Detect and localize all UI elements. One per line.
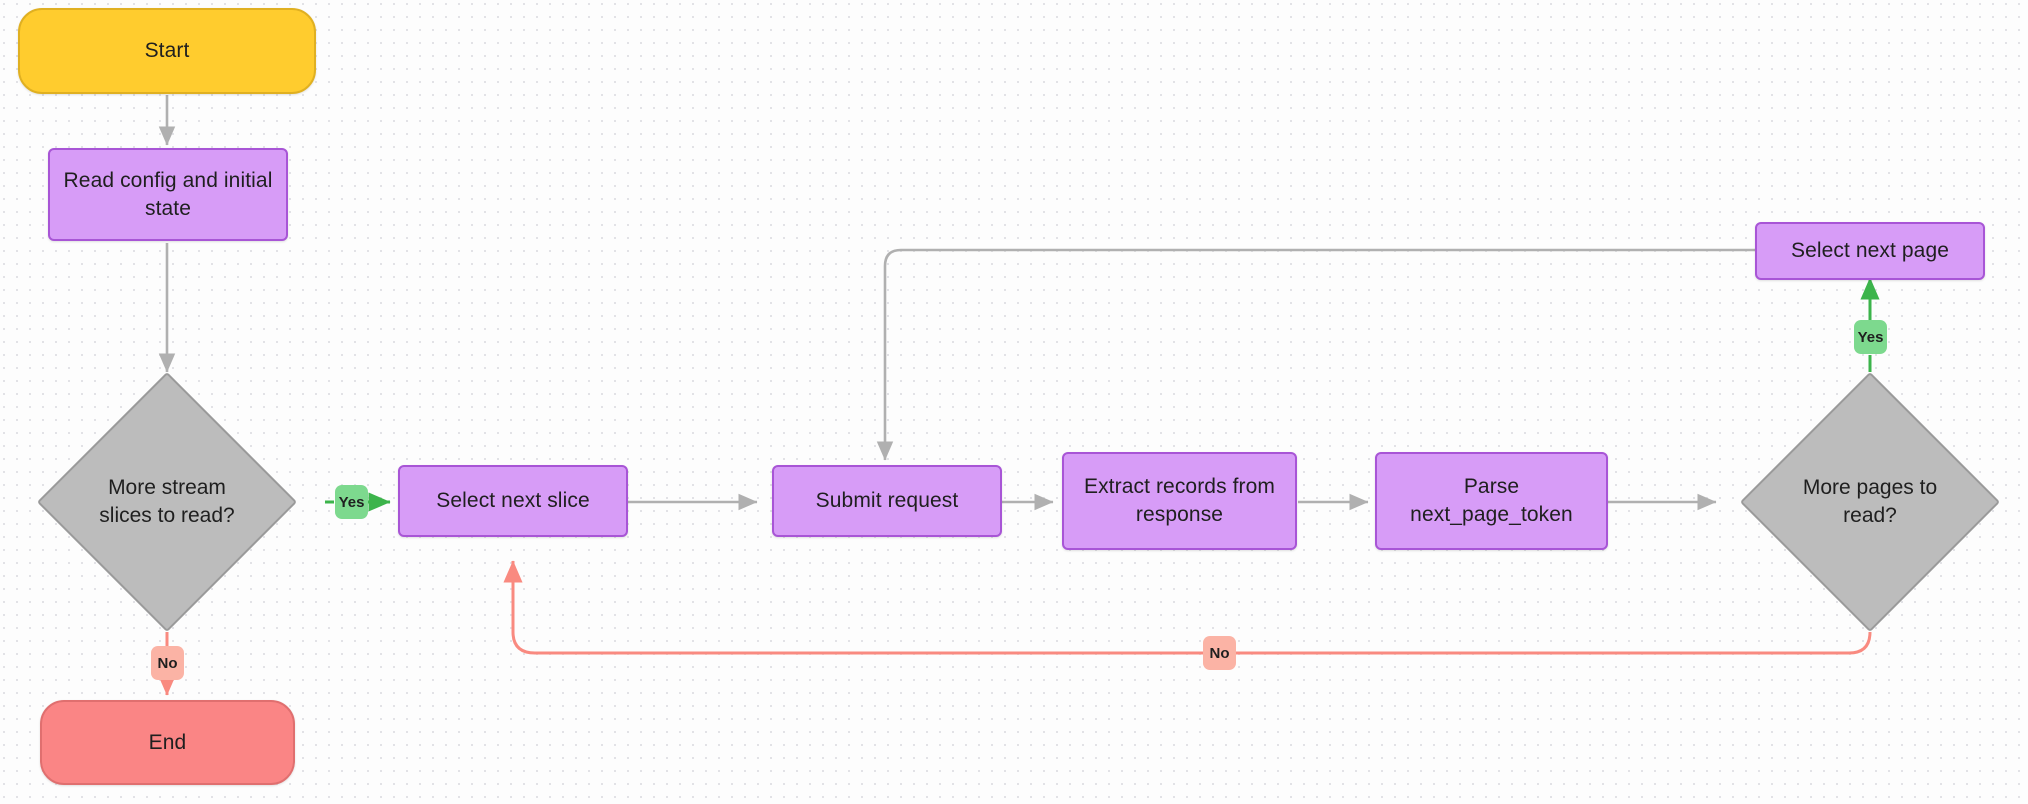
edge-more-pages-no-to-select-slice xyxy=(503,560,1872,655)
node-parse-next-page-token[interactable]: Parse next_page_token xyxy=(1375,452,1608,550)
node-read-config-and-initial-state[interactable]: Read config and initial state xyxy=(48,148,288,241)
edge-label-yes-more-stream-slices: Yes xyxy=(335,485,368,519)
node-extract-records-from-response[interactable]: Extract records from response xyxy=(1062,452,1297,550)
node-end[interactable]: End xyxy=(40,700,295,785)
edge-label-text: No xyxy=(157,654,178,672)
node-select-next-slice-label: Select next slice xyxy=(436,489,590,513)
node-more-stream-slices-label: More stream slices to read? xyxy=(99,475,235,527)
edge-label-no-more-pages: No xyxy=(1203,636,1236,670)
node-parse-next-page-token-label: Parse next_page_token xyxy=(1410,475,1573,526)
node-select-next-page-label: Select next page xyxy=(1790,239,1950,263)
edge-label-text: Yes xyxy=(338,493,365,511)
node-extract-records-label: Extract records from response xyxy=(1083,475,1276,526)
node-more-stream-slices-to-read[interactable]: More stream slices to read? xyxy=(36,371,298,633)
node-read-config-label: Read config and initial state xyxy=(63,168,273,220)
node-more-pages-to-read[interactable]: More pages to read? xyxy=(1739,371,2001,633)
node-submit-request-label: Submit request xyxy=(815,489,959,513)
edge-select-page-to-submit xyxy=(876,248,1755,461)
edge-label-yes-more-pages: Yes xyxy=(1854,320,1887,354)
edge-label-no-more-stream-slices: No xyxy=(151,646,184,680)
node-start-label: Start xyxy=(144,39,190,63)
node-select-next-page[interactable]: Select next page xyxy=(1755,222,1985,280)
node-end-label: End xyxy=(148,730,187,754)
edge-label-text: No xyxy=(1209,644,1230,662)
node-start[interactable]: Start xyxy=(18,8,316,94)
node-submit-request[interactable]: Submit request xyxy=(772,465,1002,537)
node-more-pages-label: More pages to read? xyxy=(1802,475,1938,527)
edge-label-text: Yes xyxy=(1857,328,1884,346)
node-select-next-slice[interactable]: Select next slice xyxy=(398,465,628,537)
